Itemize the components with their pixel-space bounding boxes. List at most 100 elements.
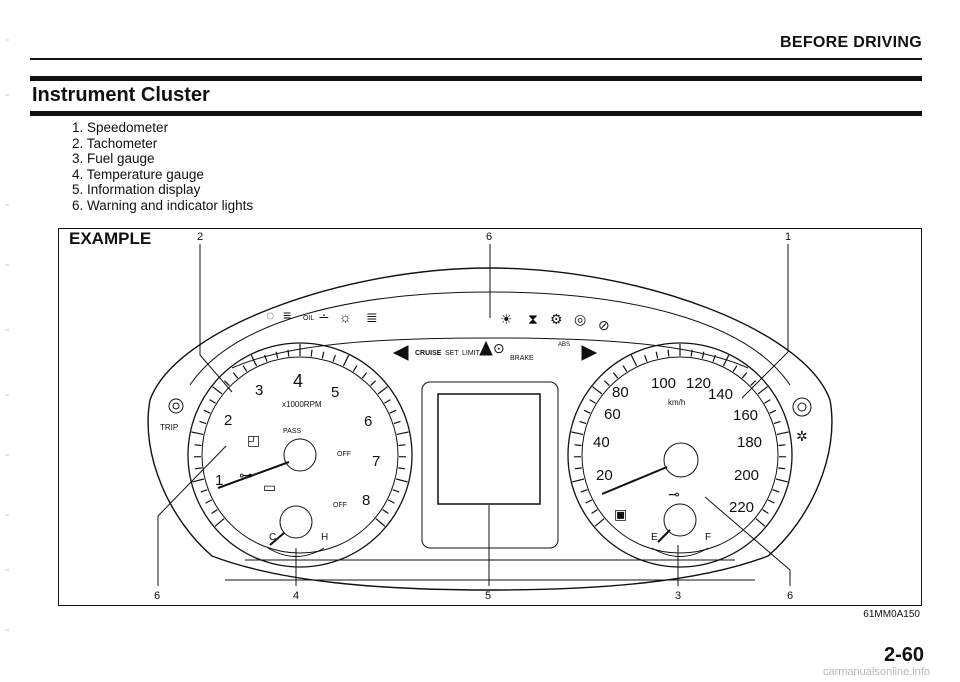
speedometer-number: 160 — [733, 407, 758, 424]
callout-leader — [199, 354, 233, 393]
dial-tick — [200, 489, 208, 493]
turn-right-arrow — [581, 345, 598, 361]
speedometer-number: 40 — [593, 434, 610, 451]
engine-icon: ⚙ — [550, 311, 563, 327]
dial-tick — [603, 380, 610, 387]
dial-tick — [755, 518, 766, 527]
dial-tick — [622, 365, 628, 372]
dial-tick — [398, 467, 406, 470]
esp-off-text: OFF — [337, 451, 351, 458]
glow-plug-icon: ◌ — [266, 307, 274, 323]
dial-tick — [387, 499, 395, 504]
dial-tick — [232, 372, 239, 379]
speedometer-dial — [567, 342, 793, 568]
dial-tick — [194, 444, 202, 447]
dial-tick — [223, 380, 230, 387]
temperature-needle — [269, 532, 285, 546]
callout-leader — [157, 445, 227, 517]
dial-tick — [776, 431, 789, 435]
dial-tick — [741, 372, 748, 379]
tachometer-dial — [187, 342, 413, 568]
callout-label: 6 — [486, 231, 493, 243]
temperature-cold-mark: C — [269, 532, 276, 543]
dial-tick — [242, 365, 248, 372]
brake-warning-icon: ⊙ — [493, 340, 505, 356]
speedometer-number: 140 — [708, 386, 733, 403]
dial-tick — [396, 431, 409, 435]
dial-tick — [377, 386, 388, 395]
dial-tick — [389, 409, 397, 414]
dial-tick — [732, 365, 738, 372]
dial-tick — [667, 349, 670, 357]
key-icon: ⊸ — [668, 486, 680, 502]
dial-tick — [690, 349, 693, 357]
dial-tick — [191, 431, 204, 435]
watermark: carmanualsonline.info — [822, 666, 930, 678]
temperature-gauge-hub — [279, 505, 313, 539]
page-number: 2-60 — [883, 644, 924, 666]
speedometer-hub — [663, 442, 699, 478]
dial-tick — [722, 354, 730, 367]
speedometer-number: 20 — [596, 467, 613, 484]
dial-tick — [393, 420, 401, 425]
passenger-airbag-text: PASS — [283, 428, 301, 435]
tachometer-number: 1 — [215, 472, 223, 489]
dial-tick — [392, 489, 400, 493]
dial-tick — [332, 354, 336, 362]
fuel-full-mark: F — [705, 532, 711, 543]
dial-tick — [655, 351, 659, 359]
dial-tick — [250, 354, 258, 367]
dial-tick — [767, 499, 775, 504]
cruise-indicator-text: CRUISE — [415, 350, 442, 357]
oil-pressure-icon: ∸ — [318, 309, 330, 325]
speedometer-number: 80 — [612, 384, 629, 401]
tachometer-number: 4 — [293, 371, 303, 391]
speedometer-needle — [601, 466, 668, 495]
callout-leader — [741, 351, 789, 399]
dial-tick — [612, 372, 619, 379]
dial-tick — [592, 386, 603, 395]
parking-light-icon: ☀ — [500, 311, 513, 327]
figure-code: 61MM0A150 — [863, 609, 920, 620]
tachometer-hub — [283, 438, 317, 472]
dial-tick — [352, 365, 358, 372]
list-item: 6. Warning and indicator lights — [72, 197, 254, 213]
heading-rule-bottom — [30, 111, 922, 116]
dial-tick — [580, 489, 588, 493]
auto-off-text: OFF — [333, 502, 347, 509]
list-item: 3. Fuel gauge — [72, 151, 155, 167]
fuel-gauge-hub — [663, 503, 697, 537]
temperature-scale — [267, 547, 325, 557]
dial-tick — [750, 380, 757, 387]
dial-tick — [310, 349, 313, 357]
hazard-icon — [479, 340, 493, 356]
fog-light-icon: ⧗ — [528, 311, 538, 327]
brake-indicator-text: BRAKE — [510, 355, 534, 362]
dial-tick — [591, 509, 598, 514]
dial-tick — [583, 409, 591, 414]
dial-tick — [384, 399, 391, 404]
dial-tick — [585, 499, 593, 504]
dial-tick — [764, 399, 771, 404]
tachometer-needle — [217, 461, 290, 489]
dial-tick — [275, 351, 279, 359]
oil-indicator-text: OIL — [303, 315, 314, 322]
dial-tick — [370, 380, 377, 387]
dial-tick — [192, 478, 205, 483]
cluster-visor — [189, 291, 791, 386]
speedometer-inner-ring — [581, 356, 779, 554]
dial-tick — [769, 409, 777, 414]
heading-rule-top — [30, 76, 922, 81]
headlight-icon: ≡ — [283, 307, 291, 323]
callout-label: 1 — [785, 231, 792, 243]
set-indicator-text: SET — [445, 350, 459, 357]
example-label: EXAMPLE — [69, 229, 152, 248]
trip-knob — [168, 398, 184, 414]
callout-leader — [704, 496, 791, 571]
dial-tick — [321, 351, 325, 359]
dial-tick — [778, 467, 786, 470]
list-item: 5. Information display — [72, 182, 201, 198]
check-engine-icon: ◰ — [247, 432, 260, 448]
tachometer-number: 8 — [362, 492, 370, 509]
cluster-inner-line — [231, 337, 749, 369]
